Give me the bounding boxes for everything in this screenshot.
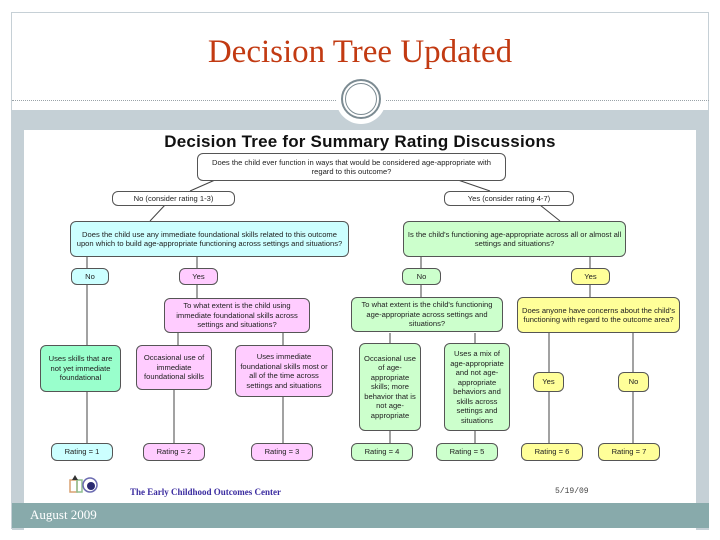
no-branch-box: No (consider rating 1-3) [112,191,235,206]
concerns-no-box: No [618,372,649,392]
outcome-3-box: Uses immediate foundational skills most … [235,345,333,397]
rating-7-box: Rating = 7 [598,443,660,461]
outcome-1-box: Uses skills that are not yet immediate f… [40,345,121,392]
organization-name: The Early Childhood Outcomes Center [130,487,282,497]
right-extent-box: To what extent is the child's functionin… [351,297,503,332]
root-question-box: Does the child ever function in ways tha… [197,153,506,181]
left-question-box: Does the child use any immediate foundat… [70,221,349,257]
diagram-title: Decision Tree for Summary Rating Discuss… [164,132,556,151]
concerns-yes-box: Yes [533,372,564,392]
rating-4-box: Rating = 4 [351,443,413,461]
footer-bar [12,503,709,528]
slide-title: Decision Tree Updated [207,34,513,70]
left-yes-box: Yes [179,268,218,285]
rating-1-box: Rating = 1 [51,443,113,461]
eco-logo-icon [69,475,98,493]
footer-date: August 2009 [30,507,97,522]
title-divider-left [12,100,340,101]
title-divider-right [382,100,709,101]
left-extent-box: To what extent is the child using immedi… [164,298,310,333]
left-no-box: No [71,268,109,285]
concerns-box: Does anyone have concerns about the chil… [517,297,680,333]
rating-3-box: Rating = 3 [251,443,313,461]
yes-branch-box: Yes (consider rating 4-7) [444,191,574,206]
right-question-box: Is the child's functioning age-appropria… [403,221,626,257]
rating-5-box: Rating = 5 [436,443,498,461]
outcome-5-box: Uses a mix of age-appropriate and not ag… [444,343,510,431]
right-no-box: No [402,268,441,285]
diagram-date: 5/19/09 [555,487,589,496]
outcome-2-box: Occasional use of immediate foundational… [136,345,212,390]
right-yes-box: Yes [571,268,610,285]
outcome-4-box: Occasional use of age-appropriate skills… [359,343,421,431]
rating-6-box: Rating = 6 [521,443,583,461]
rating-2-box: Rating = 2 [143,443,205,461]
ring-ornament-inner [345,83,377,115]
